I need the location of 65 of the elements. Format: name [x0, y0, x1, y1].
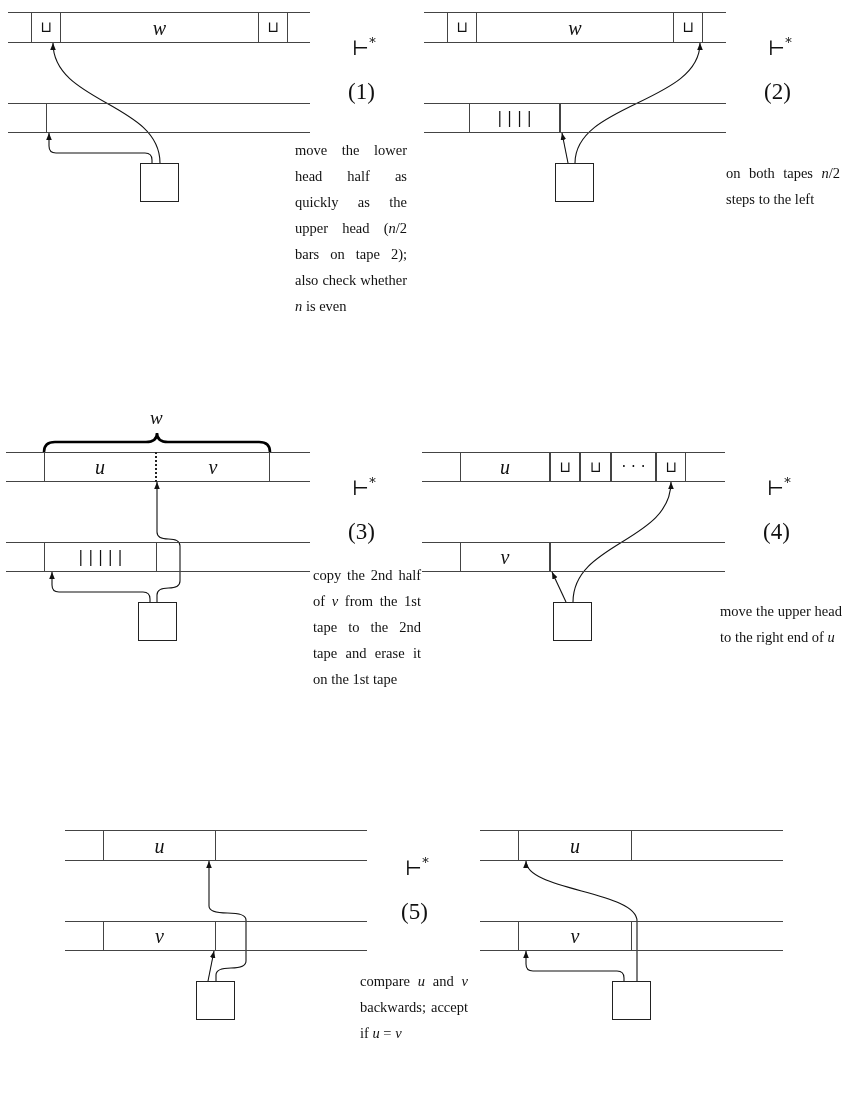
turnstile-symbol: ⊢$^{*}$	[405, 856, 429, 878]
step-number: (3)	[348, 520, 375, 543]
cell-symbol: ⊔	[456, 20, 468, 35]
cell-symbol: v	[208, 457, 218, 477]
cell-symbol: | | | | |	[78, 549, 123, 565]
cell-symbol: ⊔	[589, 459, 602, 475]
step-number: (4)	[763, 520, 790, 543]
turnstile-symbol: ⊢$^{*}$	[767, 476, 791, 498]
cell-symbol: u	[570, 835, 580, 856]
step-number: (5)	[401, 900, 428, 923]
tape-cell	[460, 452, 550, 482]
step-description: copy the 2nd half of v from the 1st tape to the 2nd tape and erase it on the 1st tape	[313, 566, 421, 689]
turnstile-symbol: ⊢$^{*}$	[352, 476, 376, 498]
arrow	[523, 950, 625, 982]
arrow	[207, 950, 216, 982]
tape-cell	[103, 830, 216, 861]
cell-symbol: u	[154, 835, 165, 856]
head-box	[138, 602, 177, 641]
step-number: (1)	[348, 80, 375, 103]
step-number: (2)	[764, 80, 791, 103]
tape-cell	[469, 103, 560, 133]
tape-cell	[44, 452, 157, 482]
tape-cell	[460, 542, 550, 572]
step-description: on both tapes n/2 steps to the left	[726, 164, 840, 209]
tape-cell	[611, 452, 656, 482]
cell-symbol: u	[95, 457, 105, 477]
cell-symbol: ⊔	[665, 459, 677, 475]
tape-cell	[103, 921, 216, 951]
turnstile-symbol: ⊢$^{*}$	[768, 36, 792, 58]
turnstile-symbol: ⊢$^{*}$	[352, 36, 376, 58]
brace-label: w	[150, 408, 163, 427]
tape-cell	[518, 921, 632, 951]
cell-symbol: v	[570, 926, 580, 946]
tape-cell	[673, 12, 703, 43]
tape-cell	[44, 542, 157, 572]
head-box	[555, 163, 594, 202]
arrow	[560, 132, 569, 164]
tape-cell	[31, 12, 61, 43]
tape-cell	[550, 452, 580, 482]
cell-symbol: v	[500, 547, 510, 567]
step-description: move the lower head half as quickly as the upper head (n/2 bars on tape 2); also check whether n is even	[295, 141, 407, 316]
cell-symbol: w	[568, 17, 582, 38]
cell-symbol: w	[152, 17, 167, 38]
cell-symbol: u	[500, 457, 510, 477]
cell-symbol: v	[155, 926, 164, 946]
cell-symbol: ⊔	[40, 20, 52, 35]
step-description: compare u and v backwards; accept if u = v	[360, 972, 468, 1043]
cell-symbol: · · ·	[621, 459, 646, 475]
head-box	[196, 981, 235, 1020]
cell-symbol: ⊔	[267, 20, 279, 35]
tape-cell	[656, 452, 686, 482]
cell-symbol: | | | |	[497, 110, 532, 126]
arrow	[49, 571, 151, 603]
tape-cell	[447, 12, 477, 43]
arrow	[551, 571, 567, 603]
head-box	[612, 981, 651, 1020]
step-description: move the upper head to the right end of u	[720, 602, 842, 647]
tape-cell	[258, 12, 288, 43]
arrow	[46, 132, 153, 164]
head-box	[140, 163, 179, 202]
tape-cell	[518, 830, 632, 861]
cell-symbol: ⊔	[682, 20, 694, 35]
tape-cell	[580, 452, 611, 482]
cell-symbol: ⊔	[559, 459, 571, 475]
head-box	[553, 602, 592, 641]
